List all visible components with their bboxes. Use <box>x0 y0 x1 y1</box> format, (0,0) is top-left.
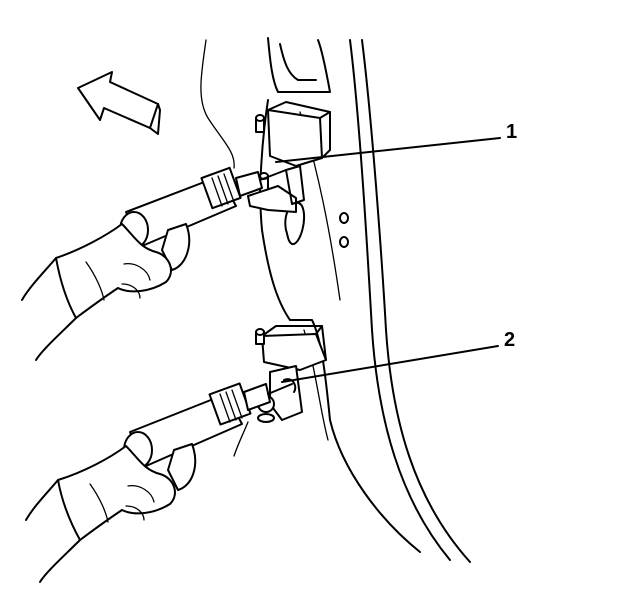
callout-1-leader <box>275 137 501 163</box>
upper-hinge <box>247 101 331 213</box>
upper-hand-glove <box>21 223 172 361</box>
arrow-up-left-icon <box>77 71 161 135</box>
upper-drill <box>119 166 287 271</box>
lower-hand-glove <box>25 445 176 583</box>
wire <box>200 39 235 169</box>
lower-drill <box>123 382 293 491</box>
callout-2-label: 2 <box>504 329 515 351</box>
callout-2-leader <box>281 345 499 383</box>
callout-1-label: 1 <box>506 121 517 143</box>
